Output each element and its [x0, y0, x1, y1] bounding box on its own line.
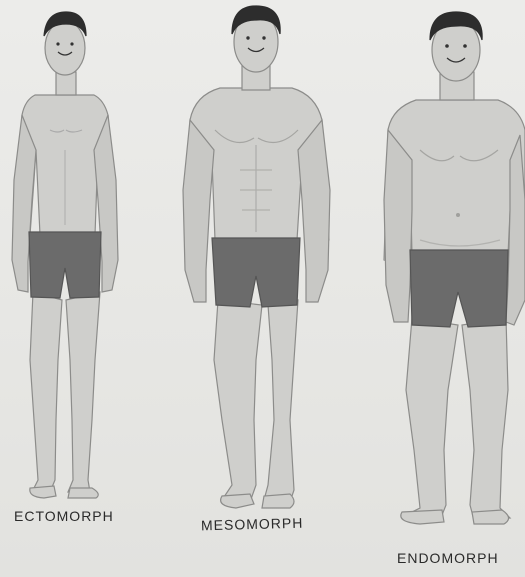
- mesomorph-figure: [183, 6, 330, 508]
- ectomorph-label: ECTOMORPH: [14, 508, 114, 524]
- endomorph-label: ENDOMORPH: [397, 550, 499, 566]
- endomorph-figure: [384, 12, 525, 524]
- mesomorph-label: MESOMORPH: [201, 515, 304, 534]
- ectomorph-figure: [12, 12, 118, 498]
